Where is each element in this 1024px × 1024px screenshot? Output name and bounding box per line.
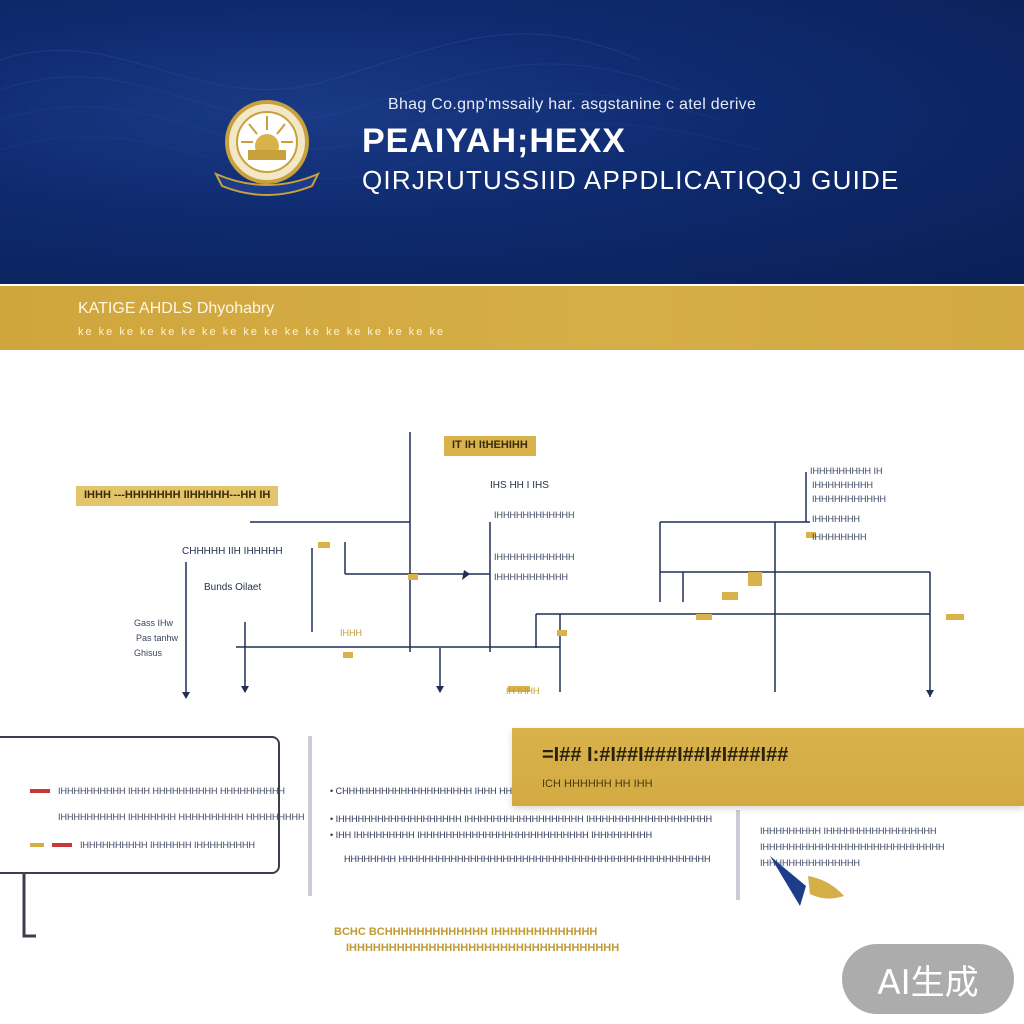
diagram-label-left-small: Gass IHw bbox=[134, 618, 174, 628]
header-banner: Bhag Co.gnp'mssaily har. asgstanine c at… bbox=[0, 0, 1024, 284]
diagram-label-top: IT IH ItHEHIHH bbox=[444, 436, 536, 456]
diagram-label-right-list: IHHHHHHHHH IH bbox=[810, 466, 883, 476]
gold-callout-banner: =I## I:#I##I###I##I#I###I## ICH HHHHHH H… bbox=[512, 728, 1024, 806]
arrow-head bbox=[182, 692, 190, 699]
gold-marker bbox=[318, 542, 330, 548]
flow-diagram-lines bbox=[182, 432, 964, 699]
diagram-label-left-small: Pas tanhw bbox=[136, 633, 179, 643]
legend-swatch-gold bbox=[30, 843, 44, 847]
legend-card: IHHHHHHHHHH IHHH HHHHHHHHHH HHHHHHHHHH I… bbox=[0, 736, 305, 874]
middle-text-line: • IHH IHHHHHHHHH IHHHHHHHHHHHHHHHHHHHHHH… bbox=[330, 830, 653, 840]
right-text-line: IHHHHHHHHHHHHHHHHHHHHHHHHHHHH bbox=[760, 842, 945, 852]
arrow-head bbox=[926, 690, 934, 697]
diagram-label-right-list: IHHHHHHHH bbox=[812, 532, 867, 542]
gold-marker bbox=[806, 532, 816, 538]
gold-marker bbox=[408, 574, 418, 580]
legend-row: IHHHHHHHHHH IHHHHHHH HHHHHHHHHH HHHHHHHH… bbox=[30, 812, 305, 822]
emblem-logo bbox=[213, 100, 321, 196]
legend-swatch-red bbox=[52, 843, 72, 847]
footer-note-line: IHHHHHHHHHHHHHHHHHHHHHHHHHHHHHHHHHH bbox=[346, 942, 620, 954]
diagram-label-center-list: IHHHHHHHHHHH bbox=[494, 572, 568, 582]
diagram-label-right-list: IHHHHHHH bbox=[812, 514, 860, 524]
diagram-label-right-list: IHHHHHHHHHHH bbox=[812, 494, 886, 504]
divider-post bbox=[736, 810, 740, 900]
gold-marker bbox=[696, 614, 712, 620]
diagram-label-left-small: Ghisus bbox=[134, 648, 163, 658]
gold-marker bbox=[748, 572, 762, 586]
arrow-head bbox=[436, 686, 444, 693]
section-band-subtitle: ke ke ke ke ke ke ke ke ke ke ke ke ke k… bbox=[78, 326, 446, 338]
diagram-label-left: IHHH ---HHHHHHH IIHHHHH---HH IH bbox=[76, 486, 279, 506]
gold-marker bbox=[557, 630, 567, 636]
divider-post bbox=[308, 736, 312, 896]
diagram-label-center-list: IHHHHHHHHHHHH bbox=[494, 552, 575, 562]
middle-text-line: HHHHHHHH HHHHHHHHHHHHHHHHHHHHHHHHHHHHHHH… bbox=[344, 854, 710, 864]
legend-row: IHHHHHHHHHH IHHH HHHHHHHHHH HHHHHHHHHH bbox=[30, 786, 285, 796]
legend-row-text: IHHHHHHHHHH IHHHHHH IHHHHHHHHH bbox=[80, 840, 255, 850]
quill-icon bbox=[770, 856, 844, 906]
legend-row: IHHHHHHHHHH IHHHHHH IHHHHHHHHH bbox=[30, 840, 255, 850]
footer-note-line: BCHC BCHHHHHHHHHHHHH IHHHHHHHHHHHHH bbox=[334, 926, 598, 938]
legend-swatch-red bbox=[30, 789, 50, 793]
header-text-block: Bhag Co.gnp'mssaily har. asgstanine c at… bbox=[362, 96, 982, 196]
diagram-label-gold-small: IHHH bbox=[340, 628, 362, 638]
header-subtitle: Bhag Co.gnp'mssaily har. asgstanine c at… bbox=[388, 96, 757, 113]
diagram-label-center-list: IHHHHHHHHHHHH bbox=[494, 510, 575, 520]
gold-marker bbox=[508, 686, 530, 692]
gold-marker bbox=[722, 592, 738, 600]
gold-callout-title: =I## I:#I##I###I##I#I###I## bbox=[542, 744, 789, 766]
header-wave-decoration bbox=[0, 33, 761, 180]
right-text-line: IHHHHHHHHHHHHHHH bbox=[760, 858, 860, 868]
middle-text-line: • CHHHHHHHHHHHHHHHHHHHH IHHH HHHHHHHHHHH… bbox=[330, 786, 578, 796]
diagram-label-gold-small: IH IHHH bbox=[506, 686, 540, 696]
diagram-label-left-mid: CHHHHH IIH IHHHHH bbox=[182, 546, 283, 557]
ai-generated-badge: AI生成 bbox=[842, 944, 1014, 1014]
flow-diagram: IT IH ItHEHIHH IHHH ---HHHHHHH IIHHHHH--… bbox=[0, 352, 1024, 732]
middle-text-line: • IHHHHHHHHHHHHHHHHHHH IHHHHHHHHHHHHHHHH… bbox=[330, 814, 713, 824]
header-guide-title: QIRJRUTUSSIID APPDLICATIQQJ GUIDE bbox=[362, 165, 900, 195]
section-band-title: KATIGE AHDLS Dhyohabry bbox=[78, 300, 275, 317]
legend-swatch-none bbox=[30, 815, 50, 819]
legend-row-text: IHHHHHHHHHH IHHHHHHH HHHHHHHHHH HHHHHHHH… bbox=[58, 812, 305, 822]
right-text-line: IHHHHHHHHH IHHHHHHHHHHHHHHHHH bbox=[760, 826, 937, 836]
diagram-label-right-list: IHHHHHHHHH bbox=[812, 480, 873, 490]
legend-row-text: IHHHHHHHHHH IHHH HHHHHHHHHH HHHHHHHHHH bbox=[58, 786, 285, 796]
section-band: KATIGE AHDLS Dhyohabry ke ke ke ke ke ke… bbox=[0, 286, 1024, 350]
diagram-label-left-box: Bunds Oilaet bbox=[204, 582, 262, 593]
arrow-head bbox=[241, 686, 249, 693]
diagram-label-center-top: IHS HH I IHS bbox=[490, 480, 549, 491]
gold-marker bbox=[343, 652, 353, 658]
gold-marker bbox=[946, 614, 964, 620]
header-title: PEAIYAH;HEXX bbox=[362, 122, 626, 160]
gold-callout-subtitle: ICH HHHHHH HH IHH bbox=[542, 778, 653, 790]
arrow-head bbox=[462, 570, 470, 580]
